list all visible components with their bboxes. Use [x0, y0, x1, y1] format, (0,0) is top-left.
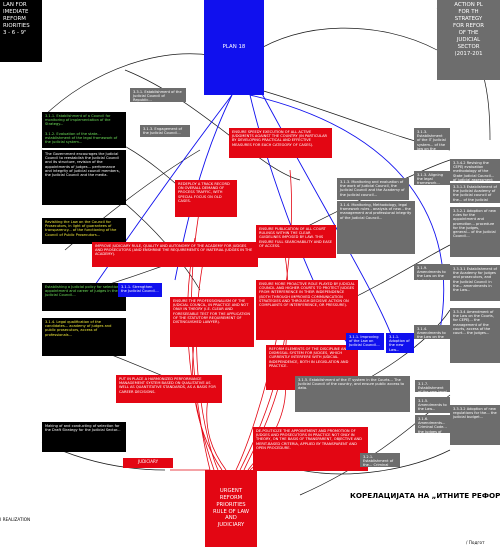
right-header-box: ACTION PL FOR TH STRATEGY FOR REFOR OF T… [437, 0, 500, 80]
right-item: 3.3.3.1 Establishment of the Academy for… [450, 265, 500, 301]
right-item: 3.3.3.4 Amendment of the Law on the Cour… [450, 308, 500, 363]
red-item: Ensure publication of all court rulings … [256, 225, 336, 258]
red-item: Ensure the professionalism of the Judici… [170, 297, 254, 347]
gray-item: 3.1.4. Amendments to the Law on the Cour… [414, 325, 450, 339]
red-item: Improve Judiciary rule, quality and auto… [92, 242, 258, 267]
gray-item: 3.1.5. Amendments to the Law... [415, 397, 450, 413]
gray-item: 3.3.1. Establishment of the Judicial Cou… [130, 88, 186, 102]
right-item: 3.3.4.2 Revising the CEPEJ evaluation me… [450, 159, 500, 181]
bottom-red-box: URGENT REFORM PRIORITIES RULE OF LAW AND… [205, 470, 257, 547]
gray-item: 3.1.9. Amendments to the Law on the Judi… [414, 264, 450, 280]
gray-item: 3.1.3. Aligning the legal framework... r… [414, 171, 450, 185]
gray-item: 3.1.5. Establishment of the IT system in… [295, 376, 410, 412]
left-item: 3.1.4. Legal qualification of the candid… [42, 318, 126, 356]
gray-item: 3.1.3. Monitoring and evaluation of the … [337, 178, 409, 200]
red-item: Ensure speedy execution of all active ju… [229, 128, 332, 158]
left-item: The Government encourages the Judicial C… [42, 150, 126, 205]
right-item: 3.3.1.3 Establishment of the Judicial Ac… [450, 183, 500, 203]
connector-red [196, 251, 219, 471]
gray-item: 3.2.1. Establishment of the... Criminal … [360, 453, 400, 467]
judiciary-label: JUDICIARY [123, 458, 173, 468]
right-item: 3.3.2.1 Adoption of new rules for the ap… [450, 207, 500, 257]
blue-item: 3.1.1. Strengthen the Judicial Council..… [118, 283, 162, 297]
gray-item: 3.1.3. Establishment of the IT Judicial … [414, 128, 450, 150]
connector-black [124, 69, 301, 181]
left-item: 3.1.2. Evaluation of the state... establ… [42, 130, 126, 148]
gray-item: 3.1.6. Amendments... Criminal Code... th… [415, 415, 450, 433]
caption-bottom-left: I REALIZATION [0, 517, 31, 522]
red-item: Ensure more proactive role played by Jud… [256, 280, 358, 340]
gray-item: 3.1.3. Engagement of the Judicial Counci… [140, 125, 190, 137]
left-item: 3.1.1. Establishment of a Council for mo… [42, 112, 126, 130]
gray-item: 3.1.7. Establishment of the new legal pr… [415, 380, 450, 392]
gray-item: 3.1.4. Monitoring, Methodology, legal fr… [337, 201, 415, 254]
red-item: De-politicize the appointment and promot… [253, 427, 368, 471]
caption-note: / Подгот [466, 540, 485, 545]
left-item: Revisiting the Law on the Council for Pr… [42, 218, 126, 244]
left-item: Establishing a Judicial policy for selec… [42, 283, 126, 311]
blue-item: 3.1.1. Improving of the Law on Judicial … [346, 333, 384, 350]
left-header-box: LAN FOR IMEDIATE REFORM RIORITIES 3 - 6 … [0, 0, 42, 62]
right-item: 3.3.3.2 Adoption of new regulations for … [450, 405, 500, 445]
connector-red [187, 237, 215, 471]
connector-red [235, 169, 292, 471]
plan-box: PLAN 18 [204, 0, 264, 95]
red-item: Redeploy a track record on overall deman… [175, 180, 237, 217]
connector-black [299, 449, 451, 475]
caption-title: КОРЕЛАЦИЈАТА НА „ИТНИТЕ РЕФОРМСКИ П ИТНИ… [350, 491, 500, 500]
red-item: Put in place a harmonized performance ma… [116, 375, 222, 403]
connector-black [249, 27, 438, 56]
left-item: Making of and conducting of selection fo… [42, 422, 126, 452]
blue-item: 3.1.1. Adoption of the new Law... [386, 333, 414, 353]
